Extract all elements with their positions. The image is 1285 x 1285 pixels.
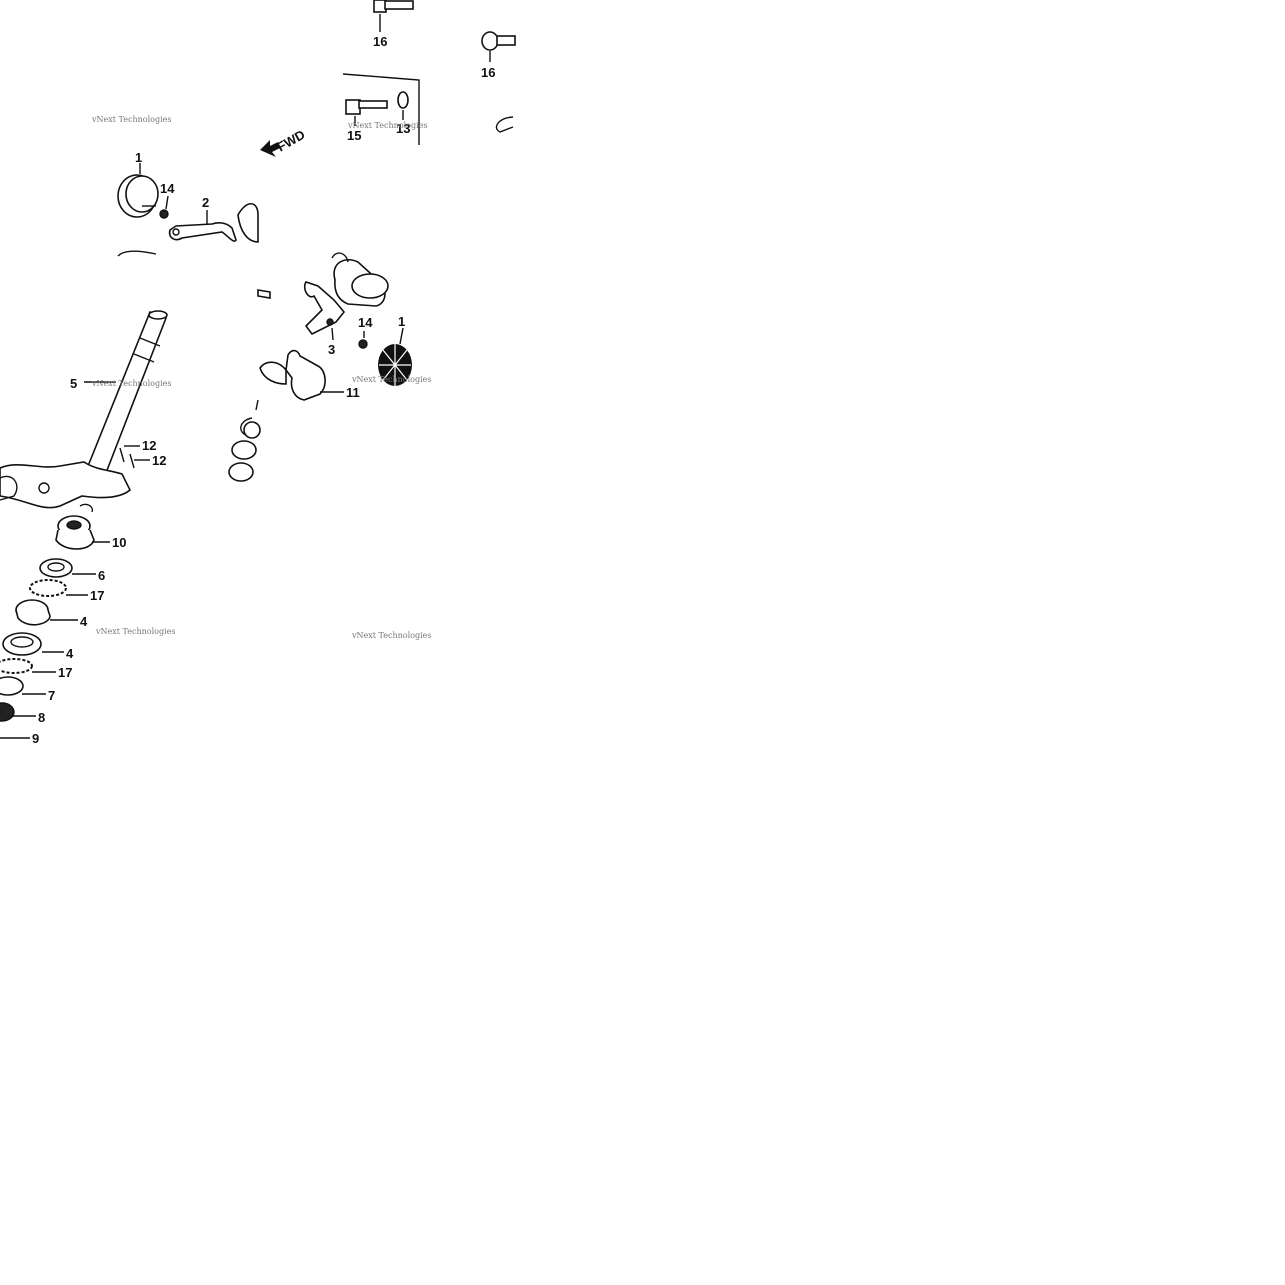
small-fastener	[257, 289, 271, 299]
callout-16-right: 16	[481, 65, 495, 80]
callout-4-lower: 4	[66, 646, 74, 661]
ball-bearing-17-upper	[29, 579, 88, 597]
callout-10: 10	[112, 535, 126, 550]
nut-10	[55, 515, 110, 550]
callout-14-right: 14	[358, 315, 373, 330]
cap-1-right	[378, 327, 412, 386]
steering-stem-5	[0, 310, 168, 513]
partial-part	[495, 116, 514, 133]
callout-6: 6	[98, 568, 105, 583]
bolt-15	[345, 99, 388, 126]
clamp-partial	[237, 202, 259, 243]
washer-14-right	[358, 331, 368, 349]
holder-11	[259, 349, 344, 401]
watermark: vNext Technologies	[351, 631, 431, 640]
watermark: vNext Technologies	[351, 375, 431, 384]
race-6	[39, 558, 96, 578]
race-4-lower	[2, 632, 64, 656]
callout-13: 13	[396, 121, 410, 136]
bracket-frame	[342, 73, 420, 145]
callout-3: 3	[328, 342, 335, 357]
bolts-12	[119, 445, 150, 469]
callout-1-right: 1	[398, 314, 405, 329]
callout-4-upper: 4	[80, 614, 88, 629]
callout-12-upper: 12	[142, 438, 156, 453]
callout-5: 5	[70, 376, 77, 391]
ball-bearing-17-lower	[0, 658, 56, 674]
callout-7: 7	[48, 688, 55, 703]
callout-16-left: 16	[373, 34, 387, 49]
watermark: vNext Technologies	[91, 379, 171, 388]
callout-15: 15	[347, 128, 361, 143]
bracket-3	[303, 281, 346, 341]
washer-14-left	[159, 195, 169, 219]
washer-13	[397, 91, 409, 120]
race-7	[0, 676, 46, 696]
watermark: vNext Technologies	[91, 115, 171, 124]
callout-17-lower: 17	[58, 665, 72, 680]
watermark: vNext Technologies	[95, 627, 175, 636]
bracket-arm-2	[168, 210, 237, 242]
callout-9: 9	[32, 731, 39, 746]
race-4-upper	[15, 599, 78, 626]
callout-14-left: 14	[160, 181, 175, 196]
callout-12-lower: 12	[152, 453, 166, 468]
bolt-partial	[117, 250, 157, 257]
clamp-right	[331, 252, 389, 307]
callout-8: 8	[38, 710, 45, 725]
fwd-arrow-icon: FWD	[260, 127, 307, 157]
seal-rings-partial	[228, 421, 261, 482]
callout-11: 11	[346, 385, 360, 400]
fwd-label: FWD	[274, 127, 307, 155]
bolt-16-right	[481, 31, 516, 62]
cap-1-left	[117, 163, 159, 218]
seal-8	[0, 702, 36, 722]
callout-17-upper: 17	[90, 588, 104, 603]
callout-1-left: 1	[135, 150, 142, 165]
callout-2: 2	[202, 195, 209, 210]
watermark: vNext Technologies	[347, 121, 427, 130]
bolt-16-left	[373, 0, 414, 32]
